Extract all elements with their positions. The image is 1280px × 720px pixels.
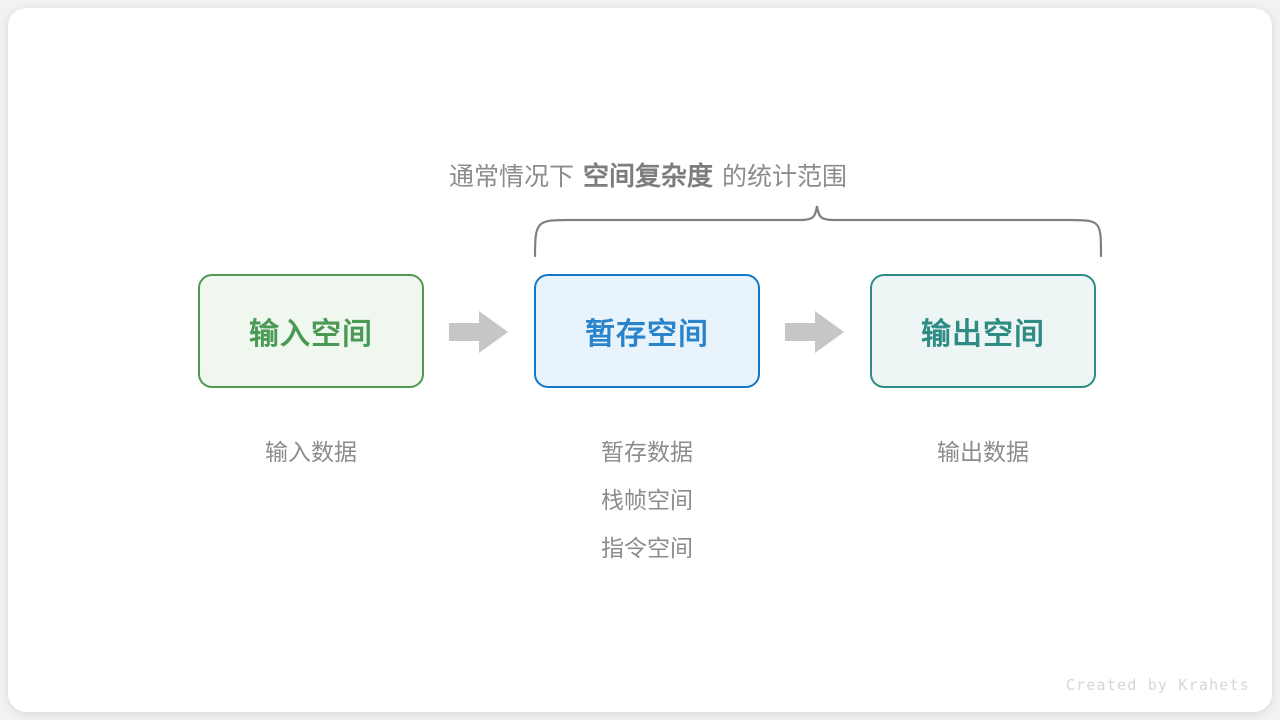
diagram-card: 通常情况下空间复杂度的统计范围 输入空间 暂存空间 输出空间 — [8, 8, 1272, 712]
sublabel-item: 暂存数据 — [601, 439, 693, 465]
sublabels-input-space: 输入数据 — [198, 428, 424, 476]
box-sublabels-row: 输入数据 暂存数据 栈帧空间 指令空间 输出数据 — [8, 428, 1272, 578]
sublabel-item: 指令空间 — [601, 535, 693, 561]
scope-caption: 通常情况下空间复杂度的统计范围 — [8, 158, 1272, 195]
arrow-right-icon-temp-to-output — [785, 311, 844, 353]
watermark-credit: Created by Krahets — [1065, 676, 1250, 694]
box-output-space[interactable]: 输出空间 — [870, 274, 1096, 388]
curly-brace-icon — [533, 205, 1103, 258]
box-input-space-label: 输入空间 — [249, 318, 373, 351]
caption-suffix: 的统计范围 — [722, 163, 848, 191]
sublabel-item: 输出数据 — [937, 439, 1029, 465]
caption-emphasis: 空间复杂度 — [582, 161, 713, 191]
box-output-space-label: 输出空间 — [921, 318, 1045, 351]
space-boxes-row: 输入空间 暂存空间 输出空间 — [8, 274, 1272, 390]
arrow-right-icon-input-to-temp — [449, 311, 508, 353]
sublabel-item: 输入数据 — [265, 439, 357, 465]
box-temp-space[interactable]: 暂存空间 — [534, 274, 760, 388]
sublabels-output-space: 输出数据 — [870, 428, 1096, 476]
box-input-space[interactable]: 输入空间 — [198, 274, 424, 388]
caption-prefix: 通常情况下 — [448, 163, 574, 191]
sublabel-item: 栈帧空间 — [601, 487, 693, 513]
sublabels-temp-space: 暂存数据 栈帧空间 指令空间 — [534, 428, 760, 572]
box-temp-space-label: 暂存空间 — [585, 318, 709, 351]
